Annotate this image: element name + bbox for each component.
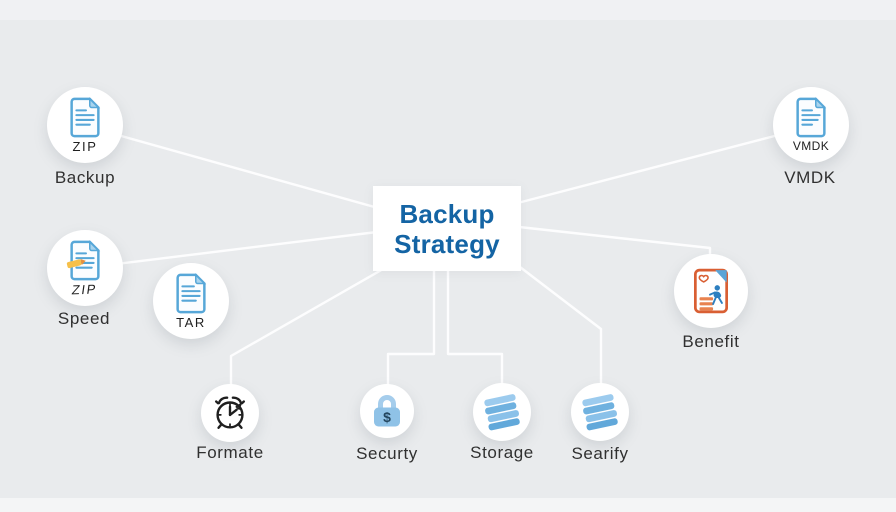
node-securty: $ [360,384,414,438]
node-backup: ZIP [47,87,123,163]
node-benefit [674,254,748,328]
node-vmdk: VMDK [773,87,849,163]
node-speed: ZIP [47,230,123,306]
storage-stack-icon [484,394,520,431]
benefit-document-icon [693,268,729,314]
alarm-clock-icon [214,396,246,429]
lock-dollar-symbol: $ [383,409,391,425]
zip-document-icon [70,97,101,138]
center-title-line1: Backup [399,198,495,229]
node-speed-label: Speed [57,309,111,328]
node-storage-label: Storage [470,443,534,462]
padlock-icon: $ [374,395,400,427]
node-formate [201,384,259,442]
storage-stack-icon [582,394,618,431]
node-tar: TAR [153,263,229,339]
node-searify [571,383,629,441]
node-backup-label: Backup [54,168,116,187]
node-securty-label: Securty [356,444,418,463]
node-vmdk-badge: VMDK [792,139,830,153]
node-searify-label: Searify [571,444,629,463]
node-vmdk-label: VMDK [784,168,836,187]
connector-storage [446,263,504,392]
connector-speed [98,229,387,268]
node-formate-label: Formate [196,443,264,462]
tar-document-icon [176,273,207,314]
center-title-line2: Strategy [394,228,500,259]
zip-document-pencil-icon [66,240,101,281]
connector-vmdk [508,130,792,207]
node-tar-badge: TAR [176,315,206,330]
node-storage [473,383,531,441]
node-speed-badge: ZIP [71,281,99,298]
vmdk-document-icon [796,97,827,138]
node-backup-badge: ZIP [72,139,98,154]
connector-formate [229,263,392,394]
node-benefit-label: Benefit [682,332,740,351]
connector-searify [514,262,603,392]
connector-backup [98,128,387,212]
connector-benefit [508,224,712,268]
center-node-backup-strategy: Backup Strategy [373,186,521,271]
connector-securty [386,263,436,392]
